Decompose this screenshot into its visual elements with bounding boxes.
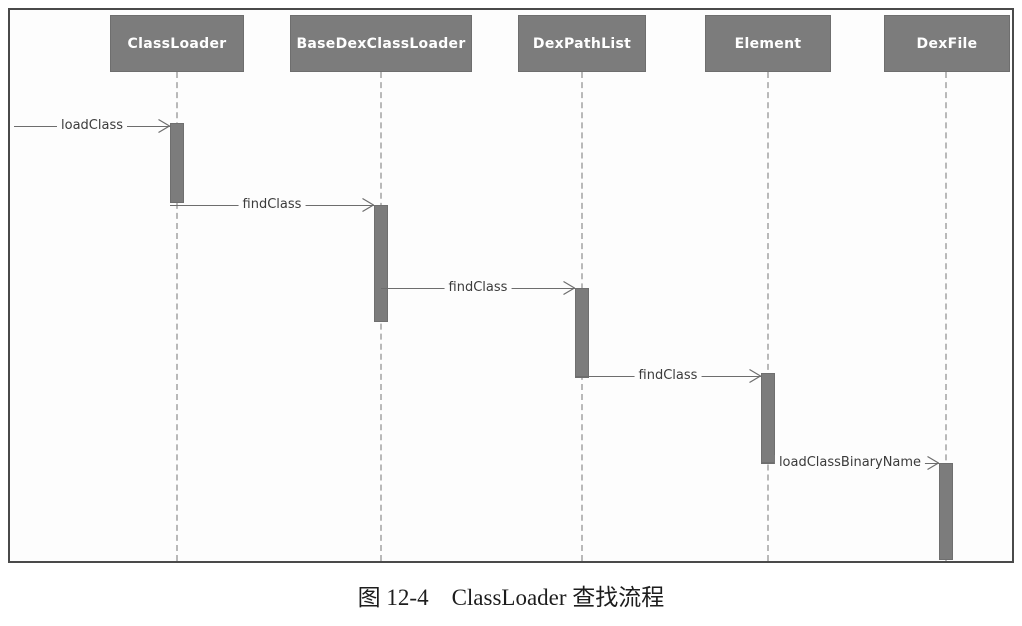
message-label: loadClassBinaryName <box>774 455 926 471</box>
message-4: findClass <box>575 368 761 384</box>
participant-box-element: Element <box>705 15 831 72</box>
message-label: loadClass <box>57 118 127 134</box>
activation-bar-basedexclassloader <box>374 205 388 322</box>
participant-label: ClassLoader <box>127 35 227 52</box>
participant-box-dexfile: DexFile <box>884 15 1010 72</box>
arrowhead-icon <box>749 368 761 384</box>
activation-bar-classloader <box>170 123 184 203</box>
arrowhead-icon <box>158 118 170 134</box>
lifeline-classloader <box>176 72 178 561</box>
activation-bar-dexpathlist <box>575 288 589 378</box>
message-label: findClass <box>238 197 306 213</box>
arrowhead-icon <box>563 280 575 296</box>
lifeline-dexfile <box>945 72 947 561</box>
participant-label: Element <box>734 35 802 52</box>
arrowhead-icon <box>362 197 374 213</box>
lifeline-element <box>767 72 769 561</box>
arrowhead-icon <box>927 455 939 471</box>
message-2: findClass <box>170 197 374 213</box>
participant-label: BaseDexClassLoader <box>296 35 466 52</box>
participant-box-dexpathlist: DexPathList <box>518 15 646 72</box>
sequence-diagram-canvas: loadClass findClass findClass findClass load… <box>14 15 1010 561</box>
message-5: loadClassBinaryName <box>761 455 939 471</box>
participant-box-classloader: ClassLoader <box>110 15 244 72</box>
participant-label: DexFile <box>916 35 978 52</box>
participant-label: DexPathList <box>532 35 632 52</box>
figure-caption: 图 12-4 ClassLoader 查找流程 <box>357 585 665 610</box>
message-label: findClass <box>634 368 702 384</box>
participant-box-basedexclassloader: BaseDexClassLoader <box>290 15 472 72</box>
message-3: findClass <box>381 280 575 296</box>
message-label: findClass <box>444 280 512 296</box>
activation-bar-element <box>761 373 775 463</box>
message-1: loadClass <box>14 118 170 134</box>
activation-bar-dexfile <box>939 463 953 560</box>
